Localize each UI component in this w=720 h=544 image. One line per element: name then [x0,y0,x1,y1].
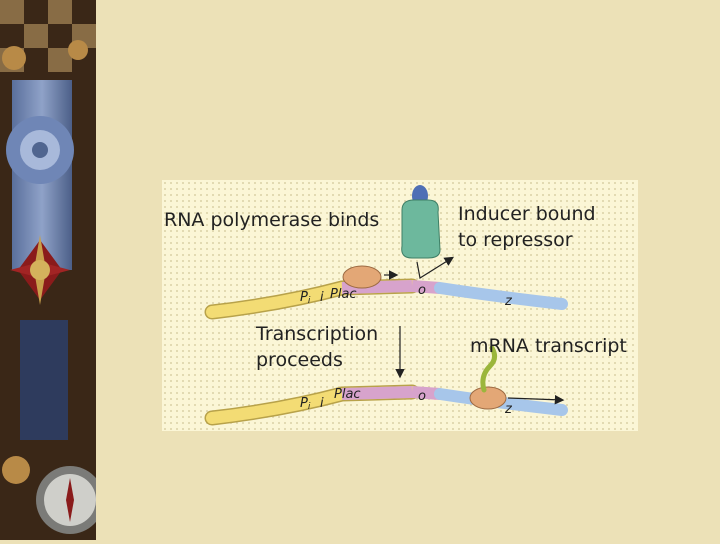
label-plac-top: Plac [330,287,357,302]
dna-strand-bottom: Pi i Plac o z [204,345,568,426]
label-i-gene: i [320,290,324,305]
label-plac-bottom: Plac [334,387,361,402]
release-arrow [416,256,455,279]
repressor-shape [401,199,441,259]
rna-polymerase-top [342,265,382,289]
label-i-gene-bottom: i [320,396,324,411]
mrna-strand [480,345,498,393]
diagram-canvas: Pi i Plac o z Pi i Plac o z [164,185,627,426]
transcription-direction-arrow [507,394,565,405]
label-inducer-line2: to repressor [458,229,573,251]
label-mrna-transcript: mRNA transcript [470,335,627,357]
label-transcription-line2: proceeds [256,349,343,371]
label-p-i: Pi [300,290,311,306]
label-operator-bottom: o [418,389,426,404]
medal-collage-image [0,0,104,540]
decorative-side-panel [0,0,104,540]
rna-polymerase-bottom [469,386,507,410]
label-z-top: z [504,294,513,309]
label-transcription-line1: Transcription [255,323,378,345]
label-inducer-line1: Inducer bound [458,203,596,225]
label-rna-polymerase-binds: RNA polymerase binds [164,209,379,231]
lac-operon-diagram: Pi i Plac o z Pi i Plac o z [162,180,638,431]
inducer-repressor-complex [401,185,441,259]
dna-strand-top: Pi i Plac o z [204,265,568,320]
label-p-i-bottom: Pi [300,396,311,412]
label-z-bottom: z [504,402,513,417]
label-operator-top: o [418,283,426,298]
